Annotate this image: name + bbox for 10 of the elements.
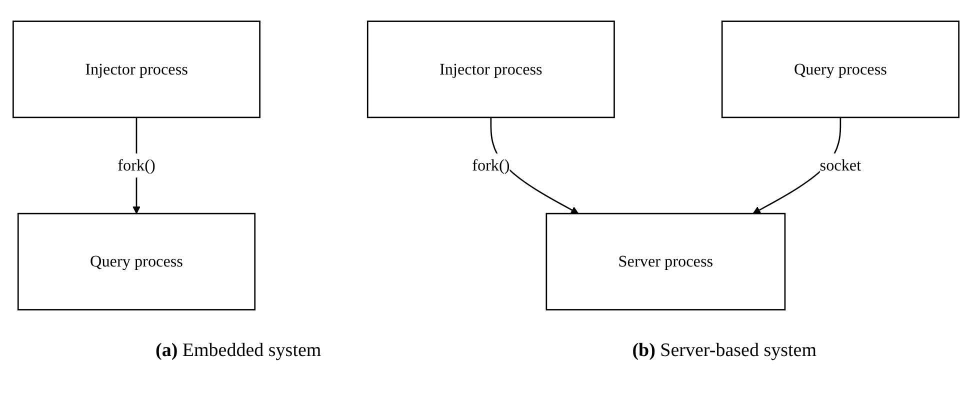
- node-box: Injector process: [366, 20, 615, 118]
- node-box: Injector process: [12, 20, 260, 118]
- subfigure-caption: (b) Server-based system: [632, 340, 816, 362]
- subfigure-caption: (a) Embedded system: [156, 340, 322, 362]
- node-box: Query process: [17, 212, 256, 310]
- node-box: Server process: [546, 212, 786, 310]
- edge-label: socket: [820, 156, 862, 174]
- edge-label: fork(): [472, 156, 510, 174]
- edge-label: fork(): [118, 156, 156, 174]
- node-box: Query process: [721, 20, 960, 118]
